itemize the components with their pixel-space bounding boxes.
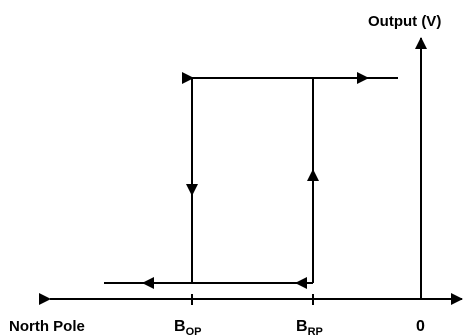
b-op-subscript: OP: [186, 326, 202, 335]
b-rp-subscript: RP: [308, 326, 323, 335]
b-op-main: B: [174, 318, 186, 335]
y-axis-label: Output (V): [368, 13, 441, 30]
zero-label: 0: [416, 318, 425, 335]
b-rp-main: B: [296, 318, 308, 335]
x-axis-left-label: North Pole: [9, 318, 85, 335]
b-rp-label: BRP: [296, 318, 323, 335]
b-op-label: BOP: [174, 318, 201, 335]
